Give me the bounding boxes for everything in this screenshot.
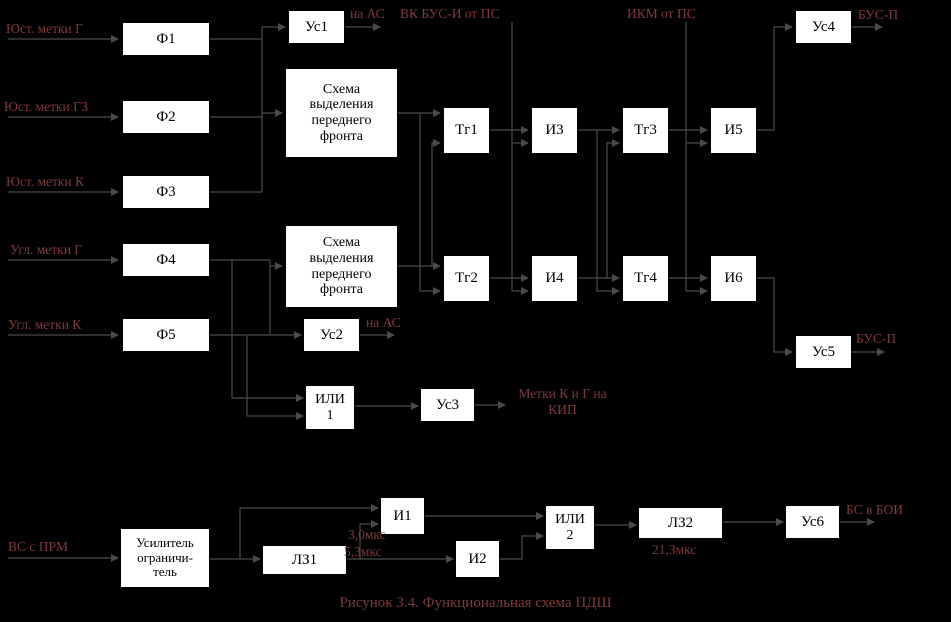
input-label-just-g: Юст. метки Г (6, 21, 83, 36)
block-i2: И2 (455, 540, 500, 578)
block-i4: И4 (531, 255, 578, 302)
block-i6: И6 (710, 255, 757, 302)
block-lz1: ЛЗ1 (262, 545, 347, 575)
output-label-metki-kip: Метки К и Г на КИП (518, 386, 607, 417)
block-f1: Ф1 (122, 22, 210, 56)
output-label-bs-boi: БС в БОИ (846, 502, 903, 517)
block-us3: Ус3 (420, 388, 475, 422)
block-f2: Ф2 (122, 100, 210, 134)
output-label-bus-top: БУС-П (858, 7, 899, 22)
block-tg3: Тг3 (622, 107, 669, 154)
block-us6: Ус6 (785, 505, 840, 539)
block-tg1: Тг1 (443, 107, 490, 154)
block-tg4: Тг4 (622, 255, 669, 302)
output-label-na-as-mid: на АС (366, 315, 401, 330)
block-us4: Ус4 (795, 10, 852, 44)
block-or1: ИЛИ 1 (305, 385, 355, 430)
block-front-edge-2: Схема выделения переднего фронта (285, 225, 398, 308)
block-us5: Ус5 (795, 335, 852, 369)
block-f4: Ф4 (122, 243, 210, 277)
block-lz2: ЛЗ2 (638, 507, 723, 539)
block-f3: Ф3 (122, 175, 210, 209)
delay-label-21-3: 21,3мкс (652, 542, 697, 557)
input-label-vk-bus: ВК БУС-И от ПС (400, 6, 500, 21)
block-us1: Ус1 (288, 10, 345, 44)
block-limiter-amplifier: Усилитель ограничи- тель (120, 528, 210, 588)
input-label-ikm: ИКМ от ПС (627, 6, 696, 21)
block-f5: Ф5 (122, 318, 210, 352)
input-label-just-gz: Юст. метки ГЗ (4, 99, 88, 114)
figure-caption: Рисунок 3.4. Функциональная схема ПДШ (339, 595, 612, 611)
delay-label-3-0: 3,0мкс (348, 527, 386, 542)
delay-label-5-3: 5,3мкс (344, 544, 382, 559)
output-label-bus-right: БУС-П (856, 331, 897, 346)
input-label-just-k: Юст. метки К (6, 174, 85, 189)
block-i3: И3 (531, 107, 578, 154)
block-or2: ИЛИ 2 (545, 505, 595, 550)
block-i5: И5 (710, 107, 757, 154)
block-tg2: Тг2 (443, 255, 490, 302)
input-label-ugl-k: Угл. метки К (8, 317, 82, 332)
input-label-vs-prm: ВС с ПРМ (8, 539, 69, 554)
block-i1: И1 (380, 497, 425, 535)
block-front-edge-1: Схема выделения переднего фронта (285, 68, 398, 158)
output-label-na-as-top: на АС (350, 6, 385, 21)
block-us2: Ус2 (303, 318, 360, 352)
input-label-ugl-g: Угл. метки Г (10, 242, 83, 257)
